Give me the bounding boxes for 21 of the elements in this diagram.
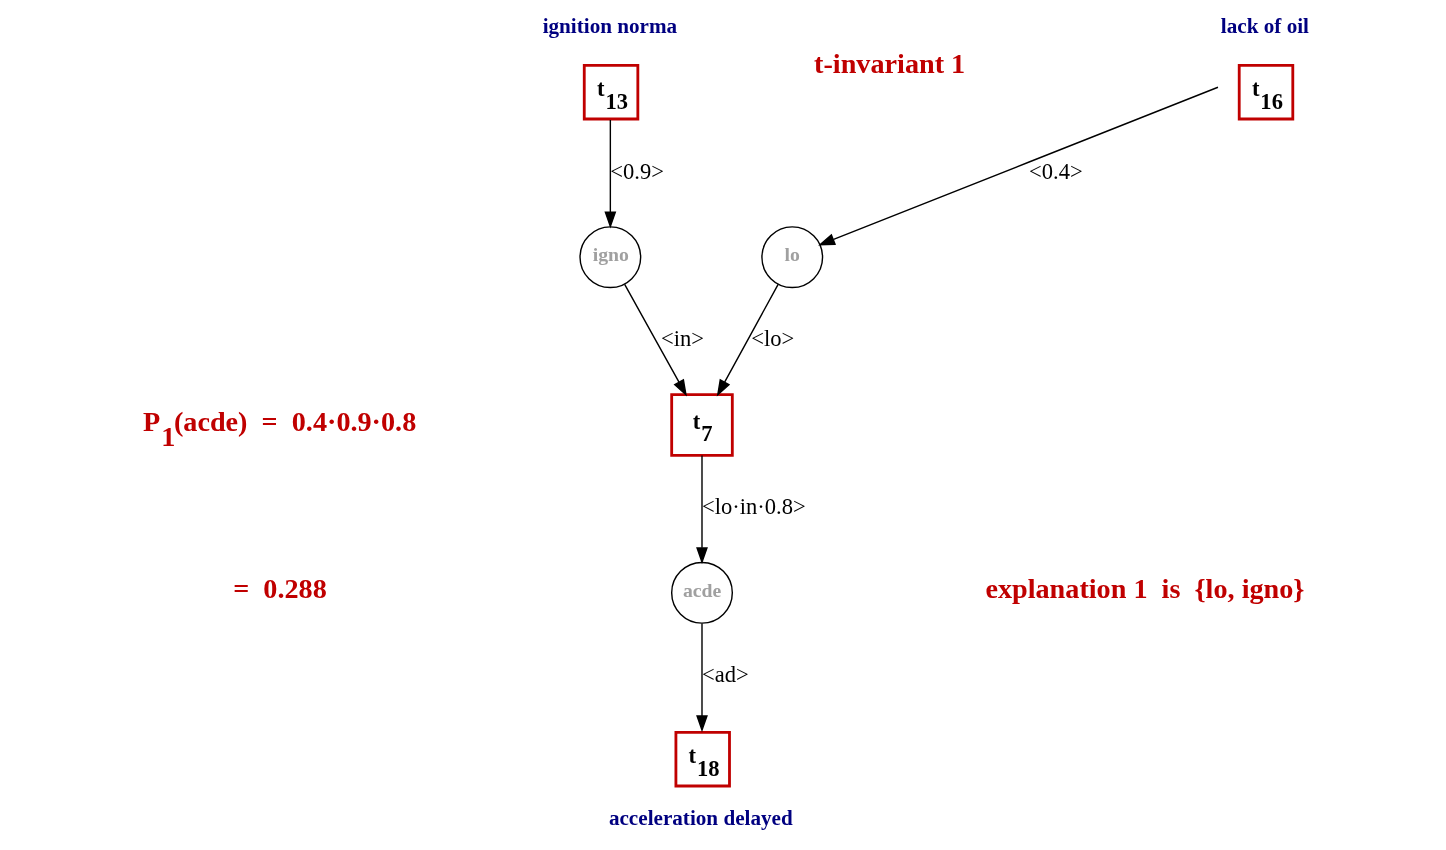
arrow: [603, 119, 616, 229]
arrow: [623, 283, 687, 397]
label: = 0.288: [232, 573, 327, 605]
edge-label: <lo>: [750, 326, 794, 352]
edge-label: <lo·in·0.8>: [701, 494, 806, 520]
node-label: ignition norma: [542, 14, 677, 39]
node-circle: igno: [578, 226, 641, 289]
node-label: acceleration delayed: [608, 806, 793, 831]
arrow: [695, 622, 708, 733]
arrow: [817, 86, 1219, 246]
arrow: [716, 283, 779, 397]
label: explanation 1 is {lo, igno}: [984, 573, 1304, 605]
node-circle: acde: [670, 561, 733, 624]
edge-label: <ad>: [701, 662, 749, 688]
edge-label: <0.4>: [1028, 158, 1083, 184]
node-circle: lo: [760, 226, 823, 289]
node-label: lack of oil: [1220, 14, 1309, 39]
label: t-invariant 1: [813, 47, 965, 79]
edge-label: <in>: [660, 326, 704, 352]
edge-label: <0.9>: [609, 158, 664, 184]
arrow: [695, 454, 708, 565]
